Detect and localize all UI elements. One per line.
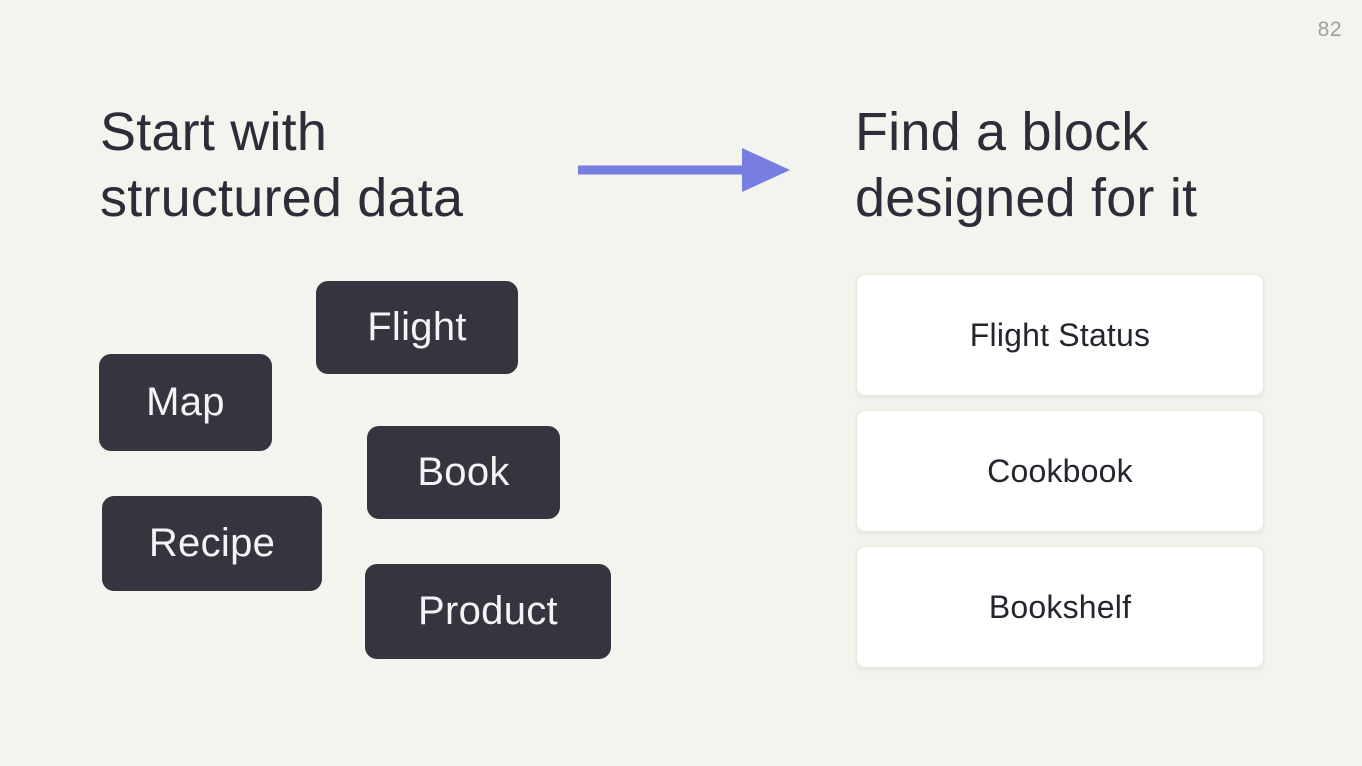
right-arrow-icon	[578, 148, 790, 192]
card-label: Flight Status	[969, 316, 1151, 353]
page-number: 82	[1317, 18, 1342, 41]
chip-label: Flight	[367, 305, 467, 349]
block-card-cookbook: Cookbook	[856, 410, 1264, 532]
chip-label: Map	[146, 380, 225, 424]
data-chip-map: Map	[99, 354, 272, 451]
right-heading: Find a block designed for it	[855, 102, 1198, 228]
chip-label: Recipe	[148, 521, 276, 565]
chip-label: Book	[417, 450, 510, 494]
data-chip-book: Book	[367, 426, 560, 519]
chip-label: Product	[418, 589, 558, 633]
data-chip-product: Product	[365, 564, 611, 659]
block-card-bookshelf: Bookshelf	[856, 546, 1264, 668]
data-chip-recipe: Recipe	[102, 496, 322, 591]
block-card-flight-status: Flight Status	[856, 274, 1264, 396]
card-label: Cookbook	[987, 452, 1133, 489]
data-chip-flight: Flight	[316, 281, 518, 374]
card-label: Bookshelf	[988, 588, 1132, 625]
left-heading: Start with structured data	[100, 102, 464, 228]
